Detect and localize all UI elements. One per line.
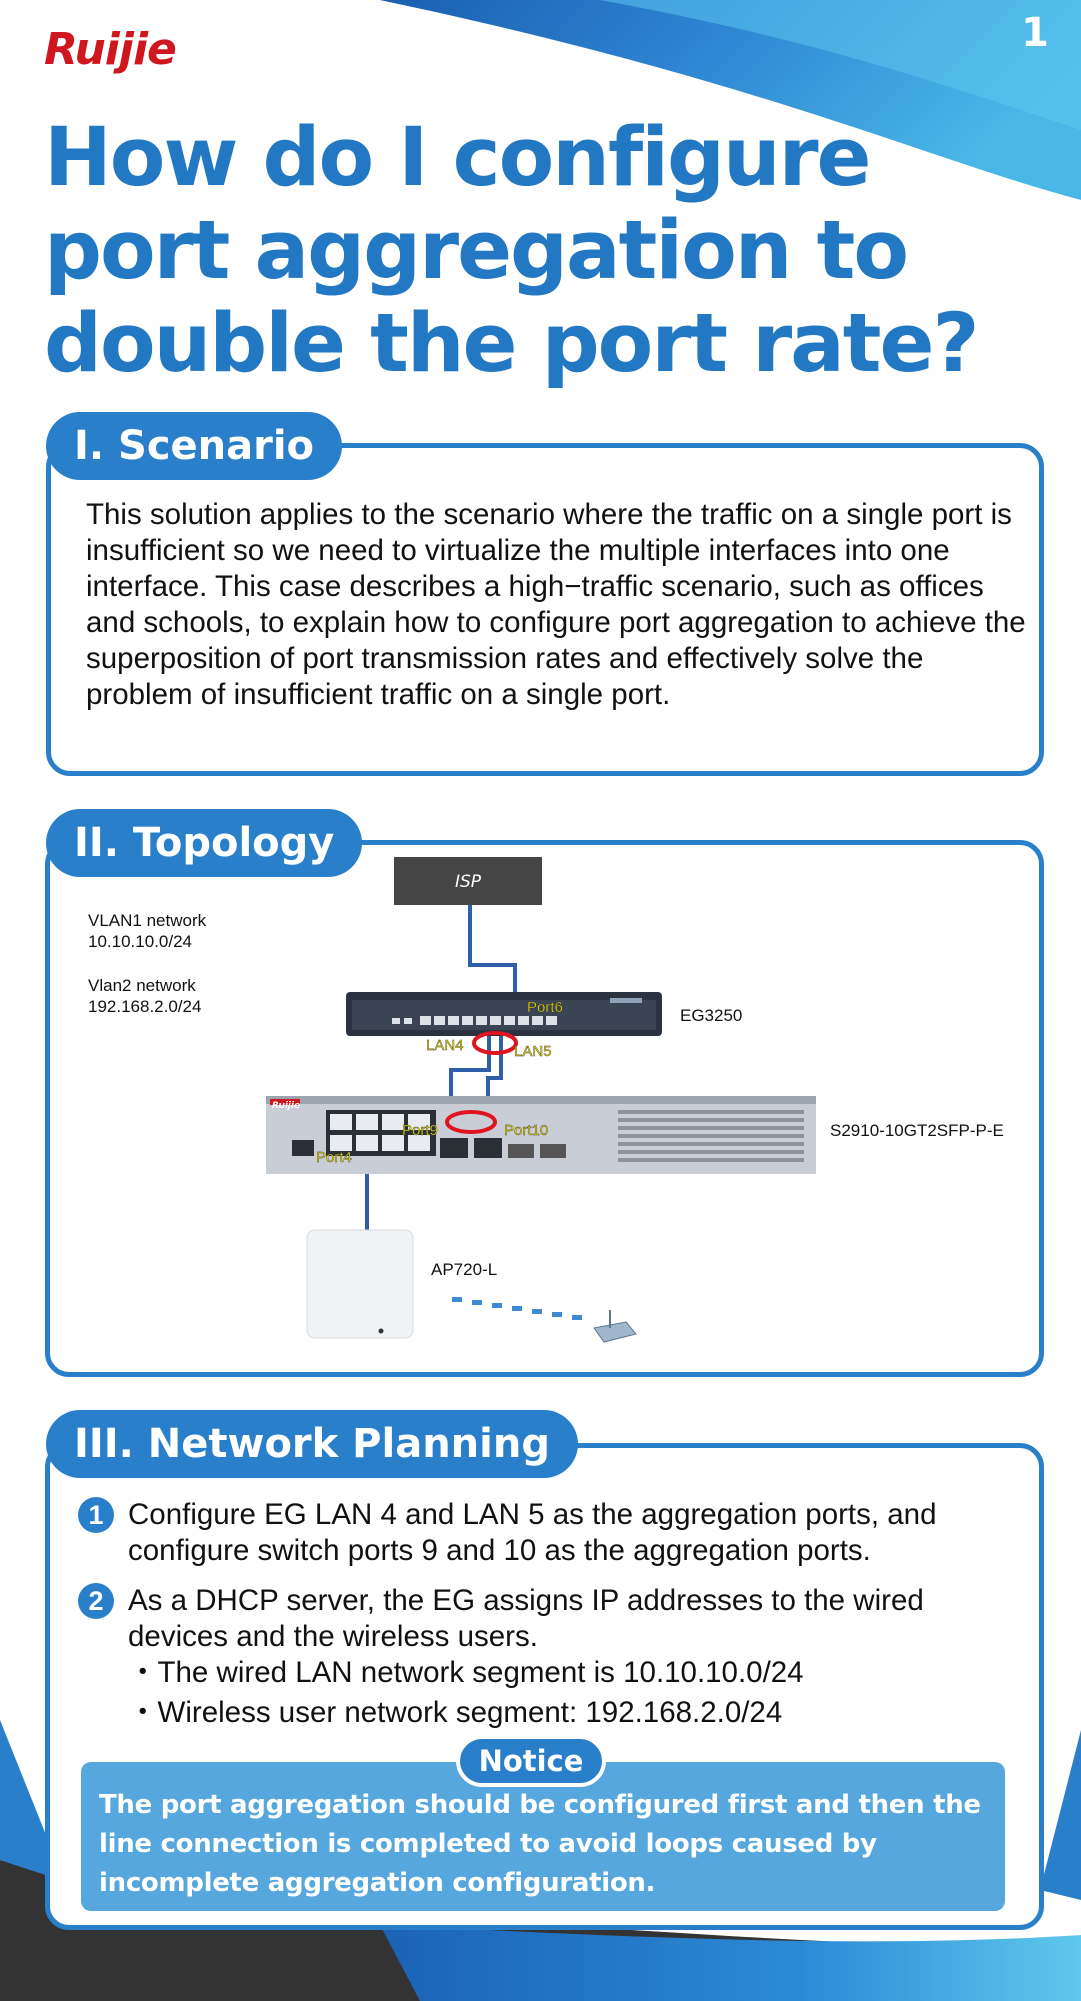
vlan1-name: VLAN1 network bbox=[88, 911, 207, 930]
isp-label: ISP bbox=[455, 872, 482, 892]
vlan2-name: Vlan2 network bbox=[88, 976, 196, 995]
notice-label: Notice bbox=[456, 1735, 606, 1787]
switch-brand-label: Ruijie bbox=[272, 1101, 300, 1111]
port4-label: Port4 bbox=[316, 1149, 352, 1166]
gateway-model-label: EG3250 bbox=[680, 1006, 743, 1025]
planning-bullet-wireless: ・Wireless user network segment: 192.168.… bbox=[128, 1696, 783, 1729]
scenario-heading: I. Scenario bbox=[46, 412, 343, 480]
eg-aggregation-ring bbox=[472, 1031, 518, 1055]
item-1-number-icon: 1 bbox=[78, 1497, 114, 1533]
wireless-signal bbox=[452, 1297, 582, 1320]
port9-label: Port9 bbox=[402, 1122, 438, 1139]
lan4-cable bbox=[449, 1028, 491, 1120]
isp-box bbox=[394, 857, 542, 905]
lan5-label: LAN5 bbox=[514, 1043, 552, 1060]
switch-aggregation-ring bbox=[445, 1110, 497, 1134]
s2910-switch bbox=[266, 1096, 816, 1174]
ap720-device bbox=[306, 1229, 414, 1339]
vlan1-subnet: 10.10.10.0/24 bbox=[88, 932, 192, 951]
planning-item-2: As a DHCP server, the EG assigns IP addr… bbox=[128, 1584, 924, 1653]
page-title: How do I configure port aggregation to d… bbox=[44, 111, 979, 391]
scenario-card bbox=[46, 443, 1044, 776]
lan4-label: LAN4 bbox=[426, 1037, 464, 1054]
item-2-number-icon: 2 bbox=[78, 1583, 114, 1619]
port10-label: Port10 bbox=[504, 1122, 548, 1139]
ap-model-label: AP720-L bbox=[431, 1260, 498, 1279]
wireless-client bbox=[593, 1310, 637, 1343]
port6-label: Port6 bbox=[527, 999, 563, 1016]
page-number: 1 bbox=[1021, 10, 1049, 56]
notice-text: The port aggregation should be configure… bbox=[99, 1790, 981, 1898]
switch-model-label: S2910-10GT2SFP-P-E bbox=[830, 1121, 1004, 1140]
eg3250-router bbox=[346, 992, 662, 1036]
planning-bullet-wired: ・The wired LAN network segment is 10.10.… bbox=[128, 1656, 804, 1689]
planning-heading: III. Network Planning bbox=[46, 1410, 578, 1478]
topology-heading: II. Topology bbox=[46, 809, 363, 877]
vlan2-subnet: 192.168.2.0/24 bbox=[88, 997, 202, 1016]
planning-item-1: Configure EG LAN 4 and LAN 5 as the aggr… bbox=[128, 1498, 937, 1567]
scenario-text: This solution applies to the scenario wh… bbox=[86, 498, 1026, 711]
brand-logo: Ruijie bbox=[44, 24, 177, 75]
